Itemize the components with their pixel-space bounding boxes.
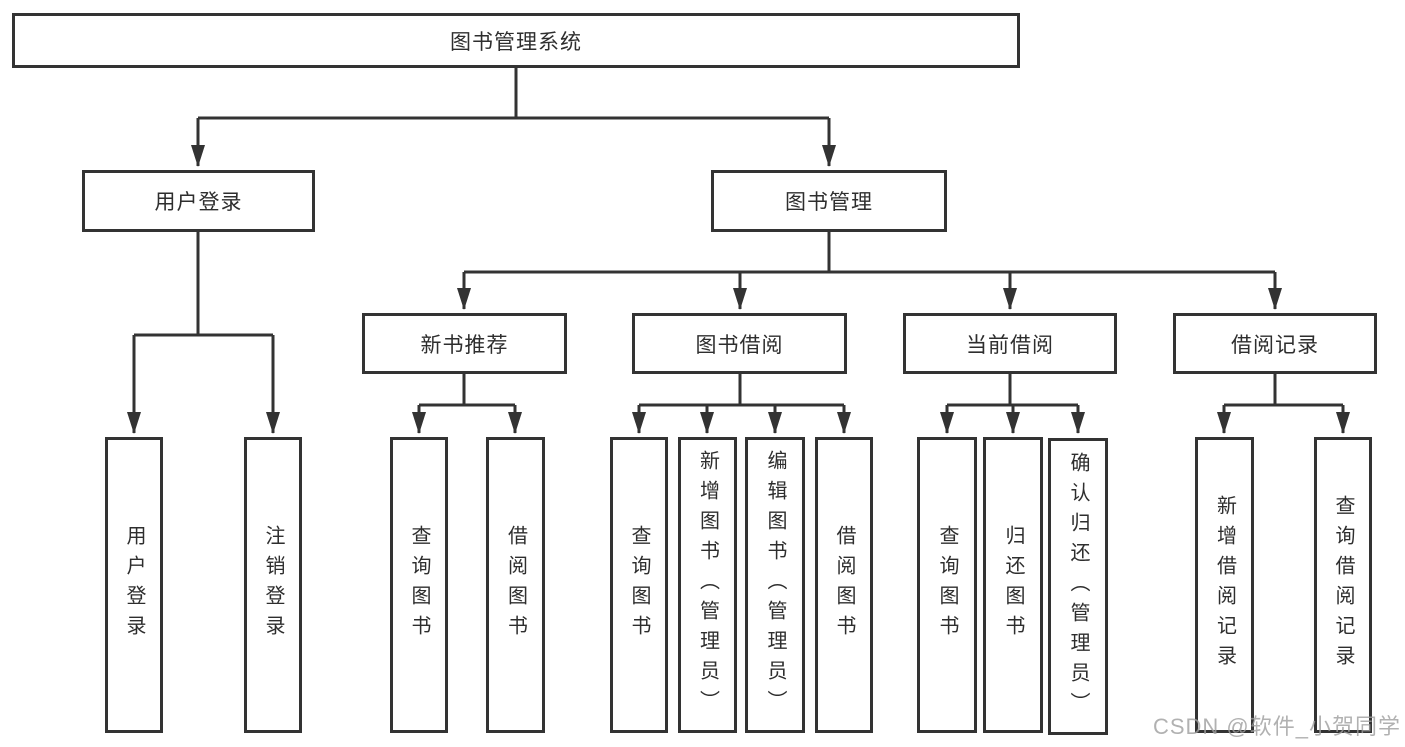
leaf-label: 注销登录 (262, 525, 284, 645)
leaf-cb-return-books: 归还图书 (983, 437, 1043, 733)
leaf-logout: 注销登录 (244, 437, 302, 733)
leaf-user-login: 用户登录 (105, 437, 163, 733)
leaf-label: 归还图书 (1002, 525, 1024, 645)
leaf-label: 查询借阅记录 (1332, 495, 1354, 675)
leaf-nb-query-books: 查询图书 (390, 437, 448, 733)
node-borrow-records: 借阅记录 (1173, 313, 1377, 374)
leaf-nb-borrow-books: 借阅图书 (486, 437, 545, 733)
leaf-bb-query-books: 查询图书 (610, 437, 668, 733)
leaf-label: 用户登录 (123, 525, 145, 645)
leaf-label: 查询图书 (408, 525, 430, 645)
leaf-label: 查询图书 (936, 525, 958, 645)
node-new-book-recommend: 新书推荐 (362, 313, 567, 374)
leaf-label: 新增图书（管理员） (696, 450, 719, 720)
leaf-br-add-record: 新增借阅记录 (1195, 437, 1254, 733)
node-root-system: 图书管理系统 (12, 13, 1020, 68)
leaf-label: 新增借阅记录 (1213, 495, 1236, 675)
node-book-borrowing: 图书借阅 (632, 313, 847, 374)
leaf-label: 确认归还（管理员） (1067, 451, 1089, 722)
leaf-cb-confirm-return-admin: 确认归还（管理员） (1048, 438, 1108, 735)
leaf-label: 借阅图书 (833, 525, 855, 645)
node-user-login-module: 用户登录 (82, 170, 315, 232)
leaf-bb-edit-books-admin: 编辑图书（管理员） (745, 437, 805, 733)
leaf-cb-query-books: 查询图书 (917, 437, 977, 733)
leaf-label: 查询图书 (628, 525, 650, 645)
csdn-watermark: CSDN @软件_小贺同学 (1152, 714, 1401, 739)
leaf-bb-borrow-books: 借阅图书 (815, 437, 873, 733)
node-current-borrowing: 当前借阅 (903, 313, 1117, 374)
leaf-label: 借阅图书 (504, 525, 527, 645)
leaf-bb-add-books-admin: 新增图书（管理员） (678, 437, 737, 733)
node-book-management-module: 图书管理 (711, 170, 947, 232)
leaf-label: 编辑图书（管理员） (764, 450, 786, 720)
leaf-br-query-record: 查询借阅记录 (1314, 437, 1372, 733)
